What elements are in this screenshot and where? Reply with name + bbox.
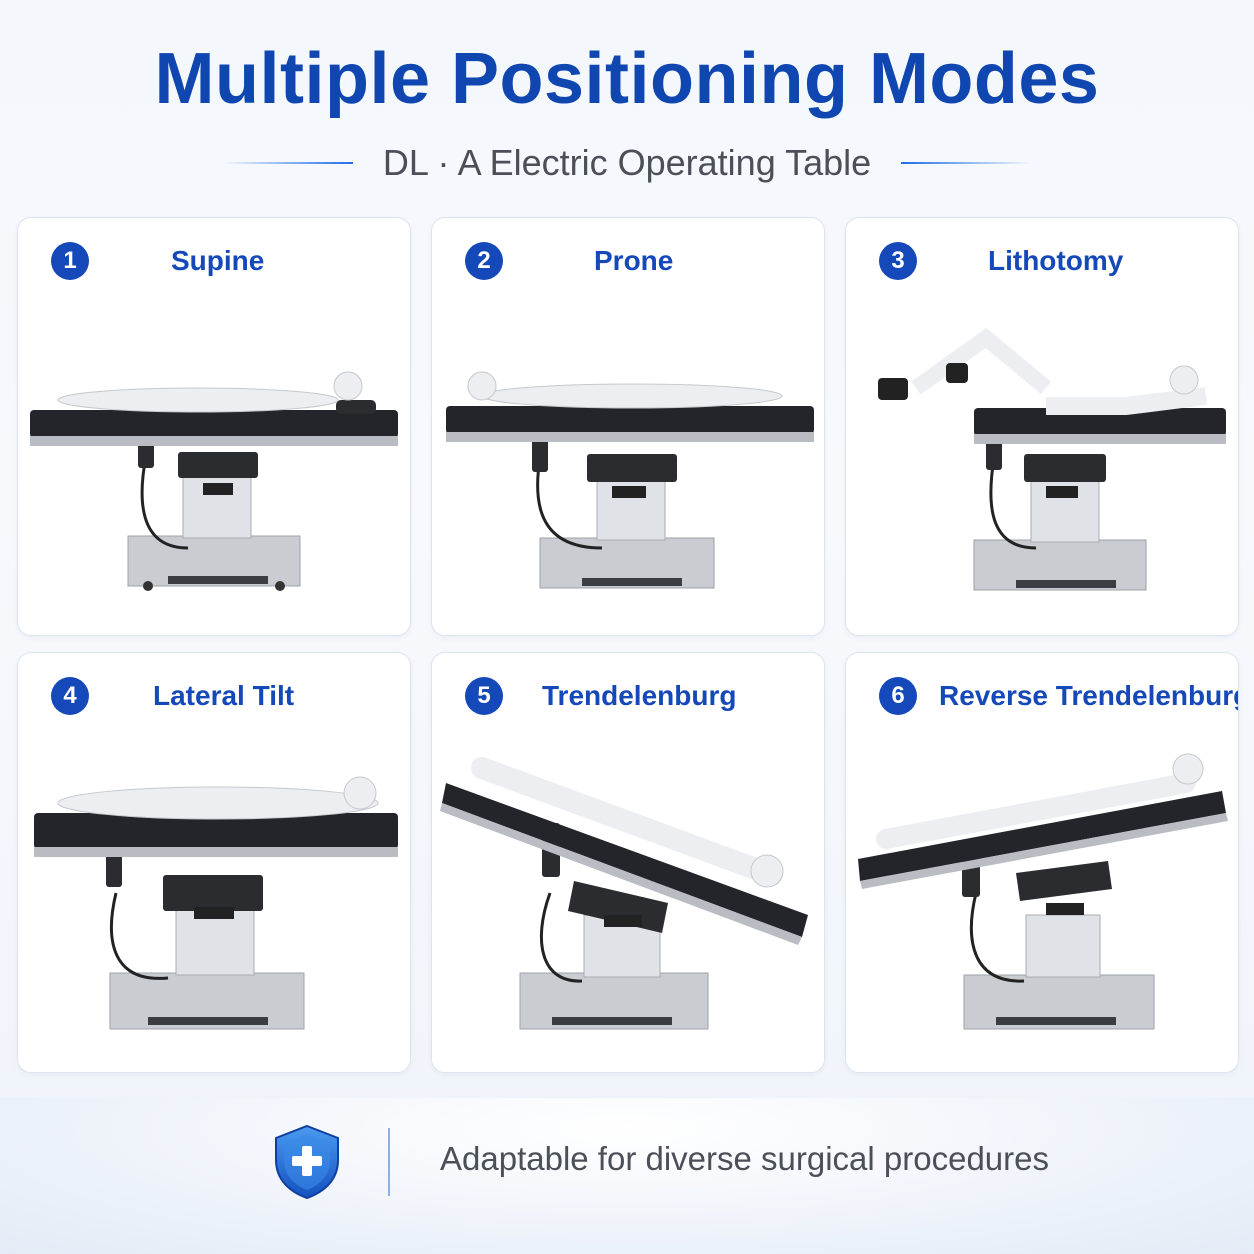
reverse-trendelenburg-table-illustration [858,753,1228,1030]
mode-number-badge: 2 [465,242,503,280]
footer-band [0,1098,1254,1254]
shield-plus-icon [275,1124,339,1200]
decorative-rule-right [901,162,1032,164]
mode-label-prone: Prone [594,245,674,276]
trendelenburg-table-illustration [440,757,808,1030]
footer-divider [388,1128,390,1196]
page-title: Multiple Positioning Modes [154,39,1100,119]
page-subtitle: DL · A Electric Operating Table [382,142,872,183]
mode-number-badge: 1 [51,242,89,280]
prone-table-illustration [446,371,814,589]
lateral-tilt-table-illustration [34,776,398,1030]
mode-number-badge: 3 [879,242,917,280]
lithotomy-table-illustration [878,327,1226,591]
mode-number-badge: 6 [879,677,917,715]
mode-card-lithotomy: 3 Lithotomy [845,217,1239,636]
decorative-rule-left [222,162,353,164]
mode-label-trendelenburg: Trendelenburg [542,680,737,711]
supine-table-illustration [30,371,398,591]
mode-card-reverse-trendelenburg: 6 Reverse Trendelenburg [845,652,1239,1073]
footer-tagline: Adaptable for diverse surgical procedure… [440,1140,1050,1177]
mode-number-badge: 5 [465,677,503,715]
mode-card-prone: 2 Prone [431,217,825,636]
mode-card-supine: 1 Supine [17,217,411,636]
mode-card-trendelenburg: 5 Trendelenburg [431,652,825,1073]
mode-label-lithotomy: Lithotomy [988,245,1124,276]
mode-card-lateral-tilt: 4 Lateral Tilt [17,652,411,1073]
mode-label-reverse-trendelenburg: Reverse Trendelenburg [939,680,1239,711]
mode-label-supine: Supine [171,245,265,276]
subtitle-row: DL · A Electric Operating Table [0,140,1254,186]
mode-label-lateral-tilt: Lateral Tilt [153,680,295,711]
mode-number-badge: 4 [51,677,89,715]
